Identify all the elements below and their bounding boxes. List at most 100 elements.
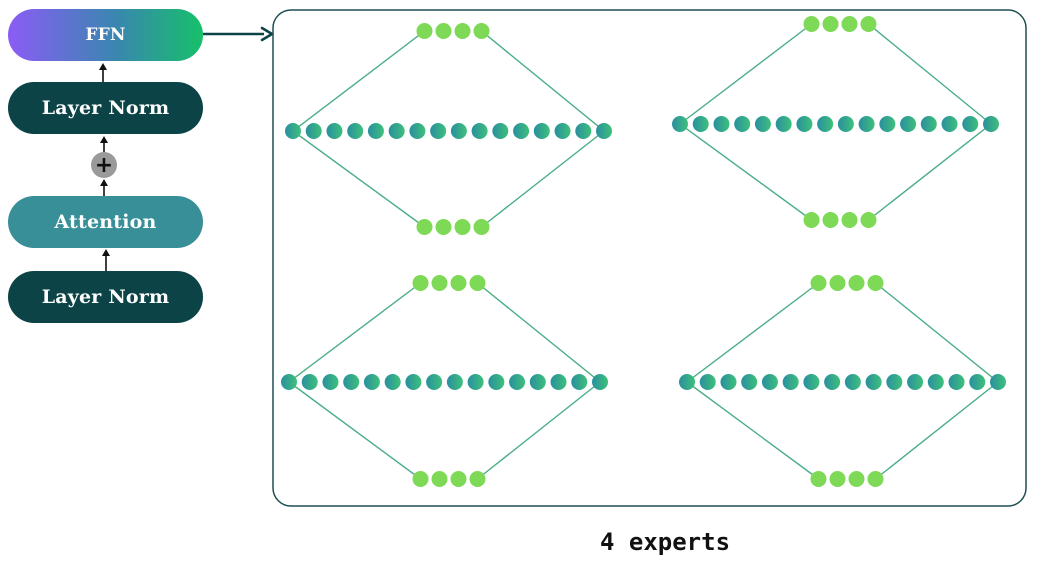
plus-icon: + bbox=[95, 153, 113, 178]
expert-edge bbox=[292, 30, 425, 132]
expert-4 bbox=[679, 275, 1006, 487]
hidden-node bbox=[513, 123, 530, 139]
hidden-node bbox=[322, 374, 339, 390]
input-node bbox=[412, 275, 429, 291]
output-node bbox=[473, 219, 490, 235]
hidden-node bbox=[824, 374, 841, 390]
output-node bbox=[867, 471, 884, 487]
output-node bbox=[450, 471, 467, 487]
hidden-node bbox=[388, 123, 405, 139]
hidden-node bbox=[367, 123, 384, 139]
hidden-node bbox=[692, 116, 709, 132]
input-node bbox=[829, 275, 846, 291]
input-node bbox=[841, 16, 858, 32]
expert-edge bbox=[477, 282, 601, 383]
layer-norm-top-block: Layer Norm bbox=[8, 82, 203, 134]
output-node bbox=[454, 219, 471, 235]
experts-group bbox=[281, 16, 1006, 487]
expert-edge bbox=[868, 123, 992, 221]
input-node bbox=[803, 16, 820, 32]
hidden-node bbox=[301, 374, 318, 390]
hidden-node bbox=[575, 123, 592, 139]
output-node bbox=[848, 471, 865, 487]
output-node bbox=[435, 219, 452, 235]
layer-norm-top-label: Layer Norm bbox=[41, 97, 170, 119]
hidden-node bbox=[509, 374, 526, 390]
hidden-node bbox=[754, 116, 771, 132]
hidden-node bbox=[962, 116, 979, 132]
hidden-node bbox=[761, 374, 778, 390]
hidden-node bbox=[713, 116, 730, 132]
hidden-node bbox=[430, 123, 447, 139]
hidden-node bbox=[837, 116, 854, 132]
input-node bbox=[810, 275, 827, 291]
hidden-node bbox=[409, 123, 426, 139]
input-node bbox=[848, 275, 865, 291]
expert-edge bbox=[288, 282, 421, 383]
hidden-node bbox=[343, 374, 360, 390]
hidden-node bbox=[969, 374, 986, 390]
output-node bbox=[431, 471, 448, 487]
expert-edge bbox=[292, 130, 425, 228]
hidden-node bbox=[865, 374, 882, 390]
output-node bbox=[822, 212, 839, 228]
output-node bbox=[829, 471, 846, 487]
hidden-node bbox=[775, 116, 792, 132]
hidden-node bbox=[941, 116, 958, 132]
hidden-node bbox=[446, 374, 463, 390]
hidden-node bbox=[471, 123, 488, 139]
expert-edge bbox=[686, 381, 819, 480]
output-node bbox=[412, 471, 429, 487]
input-node bbox=[822, 16, 839, 32]
hidden-node bbox=[347, 123, 364, 139]
hidden-node bbox=[488, 374, 505, 390]
hidden-node bbox=[550, 374, 567, 390]
hidden-node bbox=[782, 374, 799, 390]
input-node bbox=[860, 16, 877, 32]
residual-add-node: + bbox=[91, 152, 117, 178]
hidden-node bbox=[326, 123, 343, 139]
expert-edge bbox=[481, 30, 605, 132]
hidden-node bbox=[281, 374, 297, 390]
ffn-label: FFN bbox=[85, 25, 126, 45]
input-node bbox=[454, 23, 471, 39]
expert-edge bbox=[481, 130, 605, 228]
expert-edge bbox=[875, 282, 999, 383]
hidden-node bbox=[900, 116, 917, 132]
output-node bbox=[841, 212, 858, 228]
input-node bbox=[469, 275, 486, 291]
hidden-node bbox=[983, 116, 999, 132]
hidden-node bbox=[990, 374, 1006, 390]
expert-edge bbox=[868, 23, 992, 125]
output-node bbox=[416, 219, 433, 235]
output-node bbox=[810, 471, 827, 487]
hidden-node bbox=[858, 116, 875, 132]
layer-norm-bottom-block: Layer Norm bbox=[8, 271, 203, 323]
hidden-node bbox=[467, 374, 484, 390]
hidden-node bbox=[699, 374, 716, 390]
block-arrows bbox=[99, 63, 110, 271]
hidden-node bbox=[734, 116, 751, 132]
ffn-to-experts-arrow bbox=[203, 26, 274, 42]
output-node bbox=[803, 212, 820, 228]
hidden-node bbox=[886, 374, 903, 390]
experts-caption: 4 experts bbox=[599, 528, 731, 556]
expert-edge bbox=[477, 381, 601, 480]
hidden-node bbox=[426, 374, 443, 390]
attention-label: Attention bbox=[54, 211, 157, 233]
ffn-block: FFN bbox=[8, 9, 203, 61]
hidden-node bbox=[879, 116, 896, 132]
input-node bbox=[450, 275, 467, 291]
expert-3 bbox=[281, 275, 608, 487]
expert-edge bbox=[875, 381, 999, 480]
input-node bbox=[431, 275, 448, 291]
hidden-node bbox=[571, 374, 588, 390]
hidden-node bbox=[679, 374, 695, 390]
attention-block: Attention bbox=[8, 196, 203, 248]
hidden-node bbox=[948, 374, 965, 390]
hidden-node bbox=[363, 374, 380, 390]
hidden-node bbox=[720, 374, 737, 390]
input-node bbox=[473, 23, 490, 39]
hidden-node bbox=[592, 374, 608, 390]
